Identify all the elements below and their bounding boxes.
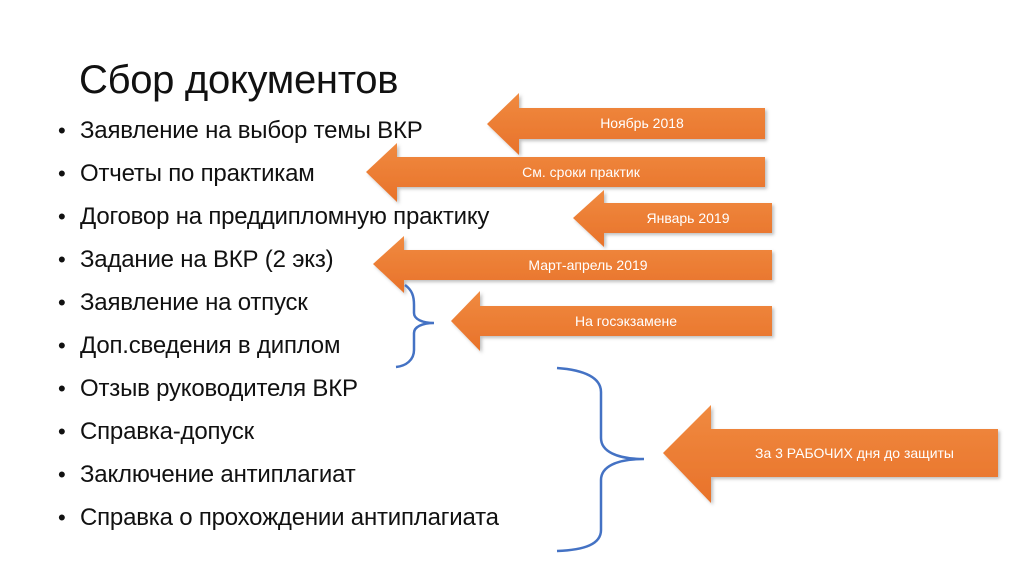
list-item-text: Доп.сведения в диплом: [80, 332, 341, 359]
list-item: • Отзыв руководителя ВКР: [58, 371, 358, 407]
list-item-text: Договор на преддипломную практику: [80, 203, 490, 230]
list-item: • Договор на преддипломную практику: [58, 199, 489, 235]
list-item-text: Задание на ВКР (2 экз): [80, 246, 334, 273]
list-item: • Доп.сведения в диплом: [58, 328, 340, 364]
list-item: • Отчеты по практикам: [58, 156, 315, 192]
left-arrow-icon: [373, 236, 772, 293]
arrow-label: Ноябрь 2018: [600, 115, 684, 131]
list-item-text: Отчеты по практикам: [80, 160, 315, 187]
arrow-label: Март-апрель 2019: [528, 257, 648, 273]
bullet: •: [58, 204, 66, 229]
left-arrow-icon: [366, 143, 765, 202]
list-item-text: Заключение антиплагиат: [80, 461, 356, 488]
bullet: •: [58, 333, 66, 358]
arrow-label: За 3 РАБОЧИХ дня до защиты: [754, 445, 954, 461]
list-item: • Справка о прохождении антиплагиата: [58, 500, 499, 536]
arrow-label: Январь 2019: [646, 210, 730, 226]
right-curly-brace-icon: [395, 283, 435, 369]
left-arrow-icon: [451, 291, 772, 351]
bullet: •: [58, 161, 66, 186]
slide-title: Сбор документов: [79, 58, 399, 102]
bullet: •: [58, 505, 66, 530]
list-item: • Заявление на отпуск: [58, 285, 308, 321]
bullet: •: [58, 118, 66, 143]
list-item-text: Справка о прохождении антиплагиата: [80, 504, 499, 531]
bullet: •: [58, 462, 66, 487]
bullet: •: [58, 290, 66, 315]
list-item: • Заявление на выбор темы ВКР: [58, 113, 423, 149]
list-item-text: Справка-допуск: [80, 418, 254, 445]
list-item: • Справка-допуск: [58, 414, 254, 450]
arrow-label: См. сроки практик: [522, 164, 640, 180]
left-arrow-icon: [663, 405, 998, 503]
list-item-text: Отзыв руководителя ВКР: [80, 375, 358, 402]
bullet: •: [58, 419, 66, 444]
right-curly-brace-icon: [556, 366, 645, 553]
left-arrow-icon: [573, 190, 772, 247]
list-item-text: Заявление на отпуск: [80, 289, 308, 316]
bullet: •: [58, 376, 66, 401]
arrow-label: На госэкзамене: [574, 313, 678, 329]
list-item: • Заключение антиплагиат: [58, 457, 356, 493]
bullet: •: [58, 247, 66, 272]
list-item-text: Заявление на выбор темы ВКР: [80, 117, 423, 144]
left-arrow-icon: [487, 93, 765, 155]
list-item: • Задание на ВКР (2 экз): [58, 242, 334, 278]
